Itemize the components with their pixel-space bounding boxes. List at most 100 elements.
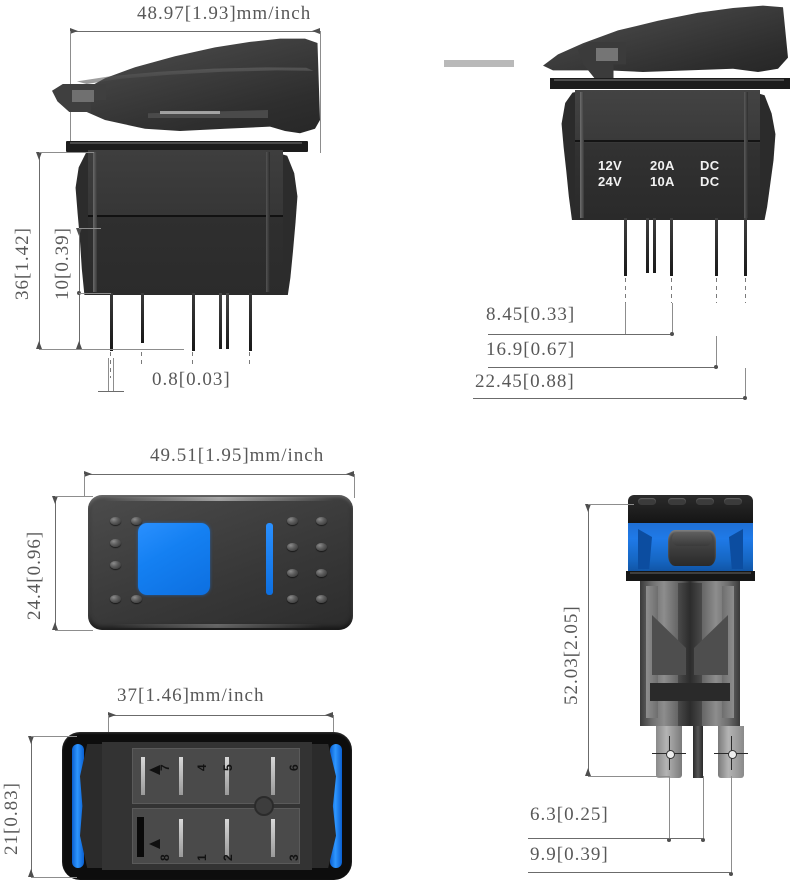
ext-line (108, 358, 109, 392)
terminal-pin (141, 293, 144, 343)
pin-number: 8 (158, 854, 172, 861)
cap-notch (724, 498, 742, 505)
crosshair-center (728, 750, 737, 759)
dimline-face-height (55, 496, 56, 630)
rocker-lip-highlight (160, 111, 220, 114)
leader-dash (716, 278, 717, 303)
terminal-pin (249, 293, 252, 351)
view-bottom-terminal-map: 37[1.46]mm/inch 7 4 (0, 686, 420, 890)
rating-voltage-1: 12V (598, 158, 623, 173)
pin-number: 2 (221, 854, 235, 861)
pin-number: 5 (221, 764, 235, 771)
leader-dash (671, 278, 672, 303)
rating-current-2: 10A (650, 174, 675, 189)
rocker-lip-highlight (444, 60, 514, 67)
rating-type-2: DC (700, 174, 720, 189)
pin-number: 1 (195, 854, 209, 861)
arrow-down (35, 341, 42, 349)
rocker-face-body[interactable] (88, 495, 353, 630)
dim-terminal-thickness: 0.8[0.03] (152, 369, 231, 390)
pin-number: 6 (287, 764, 301, 771)
dimline-pitch-3 (473, 398, 746, 399)
retention-clip-left (80, 744, 104, 868)
dimline-bottom-width (108, 715, 333, 716)
texture-bump (316, 517, 327, 525)
leader-dash (141, 352, 142, 364)
leader-dash (249, 352, 250, 364)
switch-body (88, 150, 283, 295)
terminal-pin (219, 293, 222, 349)
texture-bump (131, 517, 142, 525)
terminal-pin (226, 293, 229, 349)
panel-flange-highlight (70, 142, 302, 144)
rating-voltage-2: 24V (598, 174, 623, 189)
dimline-bottom-height (31, 736, 32, 877)
ext-line (354, 474, 355, 498)
arrow-up (27, 736, 34, 744)
terminal-pin (646, 218, 649, 273)
arrow-down (51, 622, 58, 630)
cap-notch (638, 498, 656, 505)
arrow-down (75, 341, 82, 349)
accent-stripe-left (72, 744, 84, 868)
ext-line (716, 336, 717, 367)
leader-dash (625, 278, 626, 303)
dim-node (714, 365, 718, 369)
ext-line (79, 293, 111, 294)
terminal-pin (110, 293, 113, 351)
direction-arrow-icon (149, 765, 160, 775)
pin-number: 7 (158, 764, 172, 771)
rocker-lip (148, 110, 268, 118)
dimline-pitch-1 (488, 334, 673, 335)
terminal-pin (744, 218, 747, 276)
dimline-face-width (84, 474, 354, 475)
texture-bump (110, 561, 121, 569)
ext-line (625, 303, 626, 334)
lens-bar-blue (266, 523, 273, 595)
texture-bump (110, 517, 121, 525)
leader-dash (745, 278, 746, 303)
dim-side-body-height: 10[0.39] (52, 227, 73, 300)
direction-arrow-icon (149, 839, 160, 849)
dimline-thickness (98, 391, 124, 392)
body-highlight-left (93, 152, 97, 292)
terminal-slot (225, 757, 229, 795)
arrow-up (75, 228, 82, 236)
dimline-blade-offset-2 (528, 872, 731, 873)
terminal-pin (670, 218, 673, 276)
dim-node (729, 872, 733, 876)
center-post (254, 796, 274, 816)
ext-line (672, 303, 673, 334)
ext-line (55, 496, 93, 497)
texture-bump (110, 595, 121, 603)
switch-cap (628, 495, 753, 527)
view-rocker-face: 49.51[1.95]mm/inch (0, 430, 420, 680)
bezel-inner-left (638, 529, 652, 569)
terminal-blade-center (693, 726, 703, 778)
rating-current-1: 20A (650, 158, 675, 173)
ext-line (113, 358, 114, 392)
switch-body (575, 90, 760, 220)
terminal-slot (141, 757, 145, 795)
housing-band (650, 683, 730, 701)
leader-dash (192, 352, 193, 364)
arrow-down (584, 768, 591, 776)
rating-type-1: DC (700, 158, 720, 173)
dim-blade-offset-1: 6.3[0.25] (530, 804, 609, 825)
panel-flange (550, 78, 790, 89)
terminal-pin (653, 218, 656, 273)
dimline-blade-offset-1 (528, 838, 703, 839)
texture-bump (287, 569, 298, 577)
arrow-down (27, 869, 34, 877)
dim-side-width: 48.97[1.93]mm/inch (137, 3, 312, 24)
arrow-right (325, 711, 333, 718)
arrow-right (346, 470, 354, 477)
panel-flange (66, 141, 308, 152)
dimline-pitch-2 (488, 367, 718, 368)
arrow-left (84, 470, 92, 477)
ext-line (703, 776, 704, 840)
texture-bump (131, 595, 142, 603)
dim-face-height: 24.4[0.96] (24, 530, 45, 620)
dim-blade-offset-2: 9.9[0.39] (530, 844, 609, 865)
ext-line (39, 152, 94, 153)
